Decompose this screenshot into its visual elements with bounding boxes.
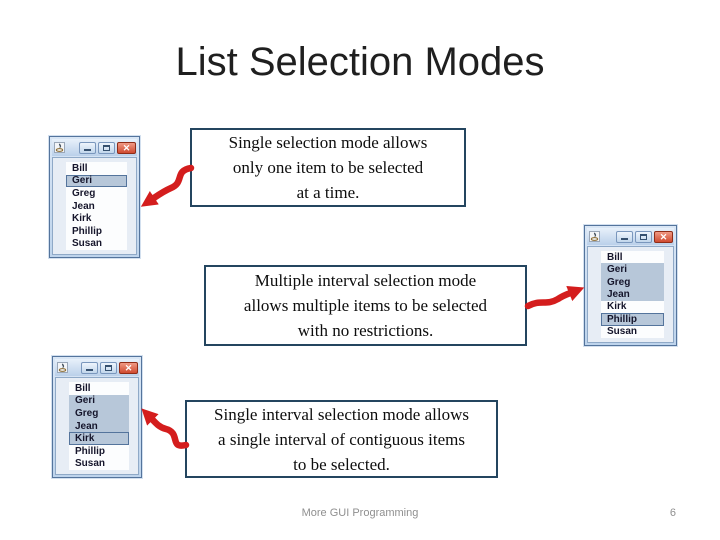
list-item[interactable]: Bill [607,251,623,263]
list-item[interactable]: Jean [601,288,664,301]
list-item[interactable]: Geri [69,394,129,408]
minimize-button[interactable] [79,141,96,154]
list-item[interactable]: Susan [72,238,103,250]
maximize-button[interactable] [635,230,652,243]
maximize-icon [103,144,110,151]
callout-line: to be selected. [293,454,390,474]
list-item[interactable]: Phillip [75,445,105,457]
callout-single-interval: Single interval selection mode allows a … [185,400,498,478]
list-item[interactable]: Greg [72,187,96,199]
arrow-to-single-selection-window [140,164,195,207]
page-number: 6 [669,507,676,519]
callout-line: Single selection mode allows [228,133,428,152]
list-item[interactable]: Greg [69,407,129,420]
list-item[interactable]: Jean [72,200,95,212]
maximize-icon [640,233,647,240]
list-item[interactable]: Bill [72,162,88,174]
list-item[interactable]: Geri [601,263,664,276]
callout-line: with no restrictions. [297,321,434,340]
footer-text: More GUI Programming [301,507,419,519]
window-titlebar[interactable]: ✕ [52,139,137,156]
list-item[interactable]: Phillip [72,225,102,237]
callout-line: allows multiple items to be selected [243,296,488,315]
arrow-to-multiple-interval-window [524,285,585,310]
list-item[interactable]: Susan [607,326,638,338]
minimize-button[interactable] [616,230,633,243]
list-item[interactable]: Geri [66,174,127,188]
maximize-button[interactable] [98,141,115,154]
callout-line: at a time. [296,183,360,202]
list-item[interactable]: Phillip [601,313,664,326]
list-item[interactable]: Susan [75,458,106,470]
maximize-icon [105,364,112,371]
java-app-icon [589,231,600,242]
minimize-button[interactable] [81,361,98,374]
callout-line: a single interval of contiguous items [218,429,465,449]
minimize-icon [84,148,91,151]
list-item[interactable]: Kirk [69,432,129,445]
callout-line: Single interval selection mode allows [214,404,469,424]
list-item[interactable]: Kirk [607,301,627,313]
close-button[interactable]: ✕ [654,230,673,243]
window-titlebar[interactable]: ✕ [55,359,139,376]
close-button[interactable]: ✕ [117,141,136,154]
list-item[interactable]: Jean [69,419,129,433]
minimize-icon [86,368,93,371]
callout-line: only one item to be selected [232,158,424,177]
java-app-icon [54,142,65,153]
maximize-button[interactable] [100,361,117,374]
list-item[interactable]: Kirk [72,213,92,225]
list-item[interactable]: Greg [601,275,664,289]
close-icon: ✕ [122,142,131,153]
callout-single-selection: Single selection mode allows only one it… [190,128,466,207]
callout-line: Multiple interval selection mode [254,271,477,290]
minimize-icon [621,237,628,240]
close-icon: ✕ [659,231,668,242]
callout-multiple-interval: Multiple interval selection mode allows … [204,265,527,346]
window-titlebar[interactable]: ✕ [587,228,674,245]
page-title: List Selection Modes [175,40,545,84]
java-app-icon [57,362,68,373]
arrow-to-single-interval-window [141,408,190,449]
list-item[interactable]: Bill [75,382,91,394]
close-icon: ✕ [124,362,133,373]
close-button[interactable]: ✕ [119,361,138,374]
